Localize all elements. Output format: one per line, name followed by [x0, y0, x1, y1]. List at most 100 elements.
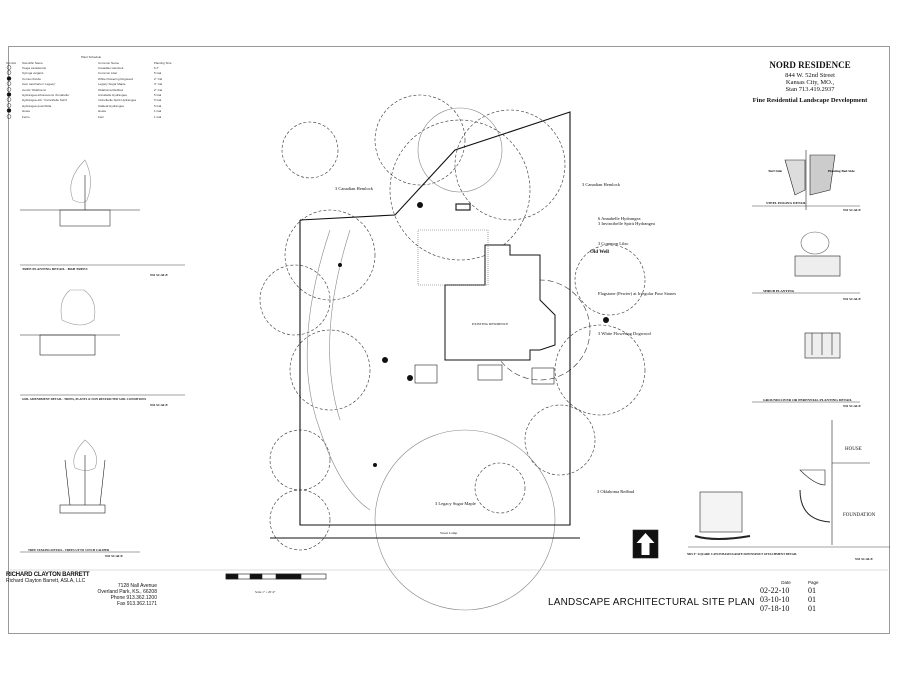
- firm-address: 7128 Nall Avenue Overland Park, KS., 662…: [95, 583, 157, 607]
- detail-title: SOIL AMENDMENT DETAIL - TREES, PLANTS & …: [22, 397, 146, 401]
- firm-phone: Phone 913.362.1200: [110, 595, 157, 601]
- revision-row: 02-22-10 01: [760, 586, 819, 595]
- firm-name: RICHARD CLAYTON BARRETT: [6, 572, 90, 578]
- legend-cell: White Flowering Dogwood: [98, 76, 134, 81]
- legend-cell: 5 Gal: [154, 103, 162, 108]
- legend-cell: 3" Cal: [154, 82, 163, 87]
- lawn-curves: [306, 107, 556, 611]
- firm-fax: Fax 913.362.1171: [117, 601, 157, 607]
- label-street-lamp: Street Lamp: [440, 531, 457, 535]
- label-hemlock-left: 3 Canadian Hemlock: [335, 186, 374, 191]
- detail-scale: NO SCALE: [843, 404, 861, 408]
- legend-cell: Hosta: [22, 109, 30, 114]
- soil-amendment-detail: [20, 289, 185, 396]
- legend-cell: 6-7': [154, 66, 159, 71]
- tree-markers: [338, 202, 609, 467]
- house-label: EXISTING RESIDENCE: [472, 322, 508, 326]
- detail-title: STEEL EDGING DETAIL: [766, 201, 807, 205]
- legend-row: Tsuga canadensis Canadian Hemlock 6-7': [6, 65, 191, 70]
- legend-cell: 1 Gal: [154, 109, 162, 114]
- firm-address-line: Overland Park, KS., 66208: [97, 589, 157, 595]
- scale-bar: [225, 573, 327, 580]
- detail-scale: NO SCALE: [105, 554, 123, 558]
- project-contact: Stan 713.419.2937: [785, 86, 835, 93]
- revision-page: 01: [808, 595, 816, 604]
- legend-cell: Common Lilac: [98, 71, 118, 76]
- scale-text: Scale 1" = 20'-0": [255, 590, 276, 594]
- label-dogwood: 3 White Flowering Dogwood: [598, 331, 652, 336]
- plant-symbol-icon: [6, 97, 22, 103]
- page-header: Page: [808, 580, 819, 585]
- revision-row: 03-10-10 01: [760, 595, 819, 604]
- legend-row: Hydrangea arborescens 'Annabelle'Annabel…: [6, 92, 191, 97]
- legend-cell: Hosta: [98, 109, 106, 114]
- revision-date: 03-10-10: [760, 595, 790, 604]
- plant-symbol-icon: [6, 113, 22, 120]
- legend-cell: Cercis 'Oklahoma': [22, 87, 47, 92]
- detail-scale: NO SCALE: [150, 273, 168, 277]
- plant-symbol-icon: [6, 108, 22, 114]
- firm-block: RICHARD CLAYTON BARRETT Richard Clayton …: [6, 572, 90, 584]
- legend-row: Acer saccharum 'Legacy'Legacy Sugar Mapl…: [6, 81, 191, 87]
- steel-edging-detail: [752, 150, 860, 210]
- detail-label: Turf Side: [768, 169, 782, 173]
- legend-row: Cornus florida White Flowering Dogwood 2" …: [6, 76, 191, 81]
- groundcover-planting-detail: [752, 332, 860, 403]
- detail-scale: NO SCALE: [843, 208, 861, 212]
- plant-symbol-icon: [6, 86, 22, 93]
- revision-date: 02-22-10: [760, 586, 790, 595]
- label-hemlock-right: 3 Canadian Hemlock: [582, 182, 621, 187]
- legend-cell: 2" Cal: [154, 87, 163, 92]
- project-address: 844 W. 52nd Street: [785, 72, 835, 79]
- legend-cell: Tsuga canadensis: [22, 66, 47, 71]
- revision-page: 01: [808, 604, 816, 613]
- detail-title: TREE PLANTING DETAIL - B&B TREES: [22, 267, 88, 271]
- legend-cell: Syringa vulgaris: [22, 71, 44, 76]
- legend-cell: Hydrangea quercifolia: [22, 103, 52, 108]
- firm-address-line: 7128 Nall Avenue: [117, 583, 157, 589]
- revision-table: Date Page 02-22-10 01 03-10-10 01 07-18-10 01: [760, 580, 819, 613]
- legend-cell: Fern: [98, 114, 105, 119]
- drawing-frame: [8, 46, 890, 634]
- legend-cell: 5 Gal: [154, 98, 162, 103]
- revision-date: 07-18-10: [760, 604, 790, 613]
- legend-cell: 2" Cal: [154, 76, 163, 81]
- detail-scale: NO SCALE: [855, 557, 873, 561]
- date-header: Date: [781, 580, 791, 585]
- label-lilac: 3 Common Lilac: [598, 241, 629, 246]
- existing-residence: [444, 244, 556, 361]
- house-detail-label: HOUSE: [845, 447, 862, 452]
- firm-subtitle: Richard Clayton Barrett, ASLA, LLC: [6, 578, 86, 584]
- label-redbud: 3 Oklahoma Redbud: [597, 489, 635, 494]
- label-old-well: Old Well: [590, 250, 610, 255]
- legend-cell: Cornus florida: [22, 76, 41, 81]
- plant-symbol-icon: [6, 103, 22, 109]
- label-hydrangea-annabelle: 6 Annabelle Hydrangea: [598, 216, 640, 221]
- plant-legend: Plant Schedule Symbol Scientific Name Co…: [6, 55, 191, 119]
- plant-symbol-icon: [6, 76, 22, 82]
- catch-basin-detail: [688, 420, 890, 548]
- label-maple: 3 Legacy Sugar Maple: [435, 501, 476, 506]
- shrub-planting-detail: [752, 231, 860, 294]
- tree-canopies: [259, 94, 646, 551]
- legend-header: Scientific Name: [22, 60, 43, 65]
- legend-cell: Invincibelle Spirit Hydrangea: [98, 98, 137, 103]
- plant-symbol-icon: [6, 92, 22, 98]
- detail-title: NDS 9" SQUARE CATCH BASIN/GRATE DOWNSPOU…: [687, 552, 797, 556]
- legend-header: Symbol: [6, 60, 17, 65]
- revision-page: 01: [808, 586, 816, 595]
- property-line: [270, 111, 580, 539]
- detail-scale: NO SCALE: [843, 297, 861, 301]
- detail-title: TREE STAKING DETAIL - TREES UP TO 3 INCH…: [28, 548, 110, 552]
- tree-planting-detail: [20, 159, 185, 266]
- legend-cell: Canadian Hemlock: [98, 66, 124, 71]
- title-block: NORD RESIDENCE 844 W. 52nd Street Kansas…: [720, 60, 900, 104]
- legend-row: Hosta Hosta 1 Gal: [6, 108, 191, 114]
- plant-symbol-icon: [6, 70, 22, 76]
- north-arrow-icon: [632, 529, 659, 559]
- legend-cell: 5 Gal: [154, 93, 162, 98]
